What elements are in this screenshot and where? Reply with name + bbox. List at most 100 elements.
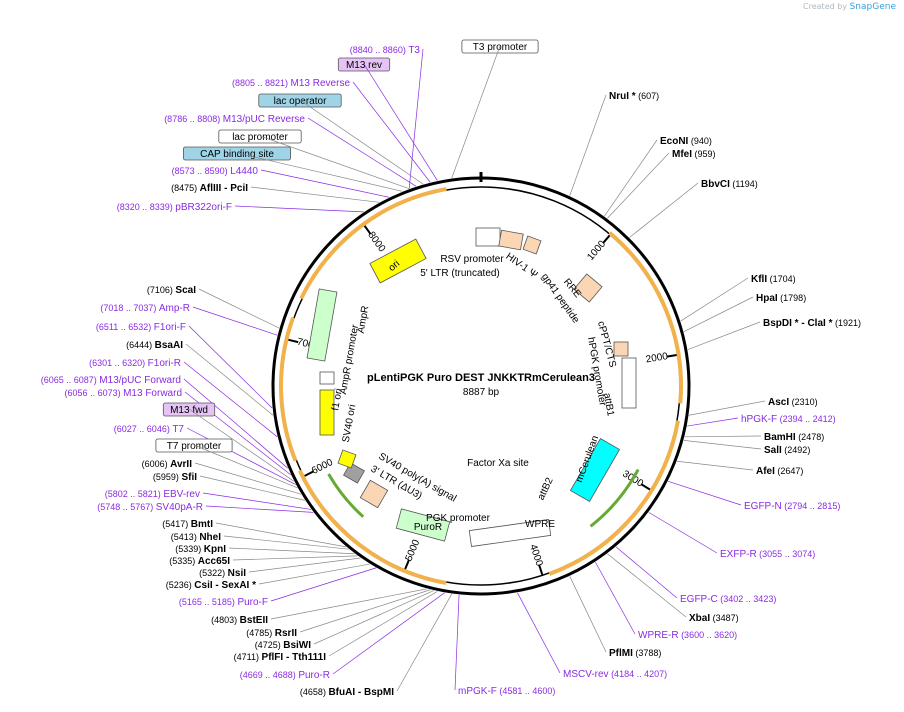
label-text: EXFP-R (3055 .. 3074): [720, 549, 815, 560]
label-pos: (6511 .. 6532): [96, 322, 154, 332]
label-connector: [307, 117, 417, 187]
label-sali: SalI (2492): [683, 440, 811, 456]
label-asci: AscI (2310): [688, 397, 818, 416]
label-mpgk-f: mPGK-F (4581 .. 4600): [454, 594, 555, 697]
primer-arc: [589, 468, 640, 528]
label-text: (8320 .. 8339) pBR322ori-F: [117, 202, 232, 213]
label-pos: (5802 .. 5821): [105, 489, 164, 499]
label-text: (8805 .. 8821) M13 Reverse: [232, 78, 350, 89]
label-nsii: (5322) NsiI: [199, 557, 361, 579]
label-text: (4658) BfuAI - BspMI: [300, 687, 394, 698]
label-t7: (6027 .. 6046) T7: [114, 424, 296, 485]
label-name: BamHI: [764, 432, 796, 443]
label-connector: [232, 555, 358, 561]
label-bamhi: BamHI (2478): [684, 432, 824, 443]
label-connector: [677, 460, 754, 471]
label-afei: AfeI (2647): [677, 460, 803, 477]
label-pos: (6006): [142, 459, 171, 469]
label-puro-r: (4669 .. 4688) Puro-R: [240, 592, 445, 681]
label-pos: (7106): [147, 285, 176, 295]
label-kpni: (5339) KpnI: [175, 544, 355, 555]
label-text: (5339) KpnI: [175, 544, 226, 555]
label-bsaai: (6444) BsaAI: [126, 340, 274, 416]
label-pos: (1704): [767, 274, 796, 284]
feature-puror: [395, 508, 451, 542]
label-pos: (5339): [175, 544, 204, 554]
label-box: [182, 146, 291, 161]
label-lac-promoter: lac promoter: [218, 129, 410, 189]
label-pos: (959): [692, 149, 716, 159]
feature-psi: [522, 235, 542, 255]
label-text: HpaI (1798): [756, 293, 806, 304]
label-pos: (5413): [171, 532, 200, 542]
label-text: (4725) BsiWI: [255, 640, 312, 651]
label-name: BfuAI - BspMI: [328, 687, 394, 698]
label-bsteii: (4803) BstEII: [211, 588, 427, 626]
label-pos: (5165 .. 5185): [179, 597, 238, 607]
label-name: PflFI - Tth111I: [262, 652, 327, 663]
label-rsrii: (4785) RsrII: [246, 589, 431, 639]
label-lac-operator: lac operator: [258, 93, 424, 185]
label-text: (5417) BmtI: [162, 519, 213, 530]
label-connector: [328, 591, 438, 657]
label-name: KpnI: [204, 544, 226, 555]
label-connector: [199, 475, 305, 501]
label-pos: (5236): [166, 580, 195, 590]
feature-label-f1-ori: f1 ori: [330, 388, 345, 412]
label-bspdi-clai: BspDI * - ClaI * (1921): [687, 318, 861, 350]
label-sv40pa-r: (5748 .. 5767) SV40pA-R: [97, 502, 314, 513]
label-name: CsiI - SexAI *: [194, 580, 256, 591]
label-connector: [193, 444, 298, 489]
label-name: SalI: [764, 445, 782, 456]
feature-label-sv40-ori: SV40 ori: [341, 404, 358, 444]
label-pos: (4803): [211, 615, 240, 625]
label-pos: (2310): [789, 397, 818, 407]
label-name: Acc65I: [198, 556, 230, 567]
label-name: NheI: [199, 532, 221, 543]
label-connector: [396, 593, 453, 692]
label-name: M13 rev: [346, 60, 382, 71]
label-text: (5236) CsiI - SexAI *: [166, 580, 256, 591]
label-name: EXFP-R: [720, 549, 757, 560]
label-pos: (1921): [832, 318, 861, 328]
label-connector: [687, 321, 761, 350]
label-bfuai-bspmi: (4658) BfuAI - BspMI: [300, 593, 453, 698]
label-name: T7: [172, 424, 184, 435]
label-name: ScaI: [175, 285, 196, 296]
label-text: (7018 .. 7037) Amp-R: [100, 303, 190, 314]
label-mscv-rev: MSCV-rev (4184 .. 4207): [517, 592, 667, 680]
label-connector: [183, 378, 288, 469]
label-pos: (8786 .. 8808): [164, 114, 223, 124]
label-connector: [648, 512, 718, 554]
label-connector: [629, 182, 699, 238]
label-wpre-r: WPRE-R (3600 .. 3620): [595, 561, 738, 641]
label-pos: (3600 .. 3620): [679, 630, 738, 640]
label-text: (5413) NheI: [171, 532, 221, 543]
label-pos: (8475): [171, 183, 200, 193]
label-name: lac promoter: [232, 132, 288, 143]
feature-label-wpre: WPRE: [525, 519, 555, 530]
label-connector: [188, 408, 295, 482]
label-text: (4785) RsrII: [246, 628, 297, 639]
label-connector: [260, 169, 390, 198]
label-pos: (2492): [782, 445, 811, 455]
label-m13-rev: M13 rev: [337, 57, 438, 181]
label-connector: [236, 152, 403, 192]
label-text: hPGK-F (2394 .. 2412): [741, 414, 836, 425]
label-amp-r: (7018 .. 7037) Amp-R: [100, 303, 278, 336]
feature-arc: [608, 231, 683, 404]
primer-arc: [327, 473, 365, 518]
label-connector: [270, 567, 377, 602]
label-l4440: (8573 .. 8590) L4440: [172, 166, 390, 198]
label-name: EBV-rev: [163, 489, 200, 500]
label-connector: [223, 535, 349, 550]
label-pos: (940): [688, 136, 712, 146]
label-pos: (3055 .. 3074): [757, 549, 816, 559]
label-name: AvrII: [170, 459, 192, 470]
label-connector: [234, 205, 364, 213]
label-bbvci: BbvCI (1194): [629, 179, 758, 238]
label-name: WPRE-R: [638, 630, 679, 641]
label-connector: [363, 63, 438, 181]
label-name: RsrII: [275, 628, 297, 639]
label-t3-promoter: T3 promoter: [451, 39, 539, 179]
